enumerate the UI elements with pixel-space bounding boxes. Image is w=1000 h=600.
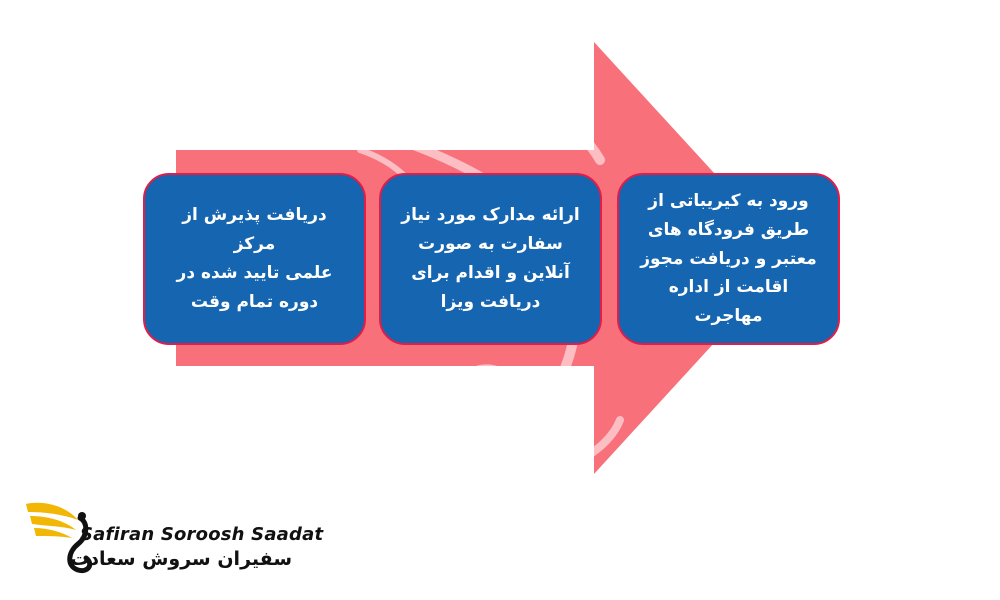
- step-1-text: ورود به کیریباتی از طریق فرودگاه های معت…: [640, 190, 817, 327]
- logo-name-fa: سفیران سروش سعادت: [70, 548, 292, 570]
- wing-swan-icon: [26, 502, 93, 574]
- step-box-3: دریافت پذیرش از مرکز علمی تایید شده در د…: [143, 173, 366, 345]
- step-box-2: ارائه مدارک مورد نیاز سفارت به صورت آنلا…: [379, 173, 602, 345]
- company-logo: Safiran Soroosh Saadat سفیران سروش سعادت: [22, 496, 323, 582]
- step-2-text: ارائه مدارک مورد نیاز سفارت به صورت آنلا…: [401, 205, 580, 312]
- step-box-1: ورود به کیریباتی از طریق فرودگاه های معت…: [617, 173, 840, 345]
- step-3-text: دریافت پذیرش از مرکز علمی تایید شده در د…: [176, 205, 333, 312]
- logo-name-en: Safiran Soroosh Saadat: [80, 524, 324, 545]
